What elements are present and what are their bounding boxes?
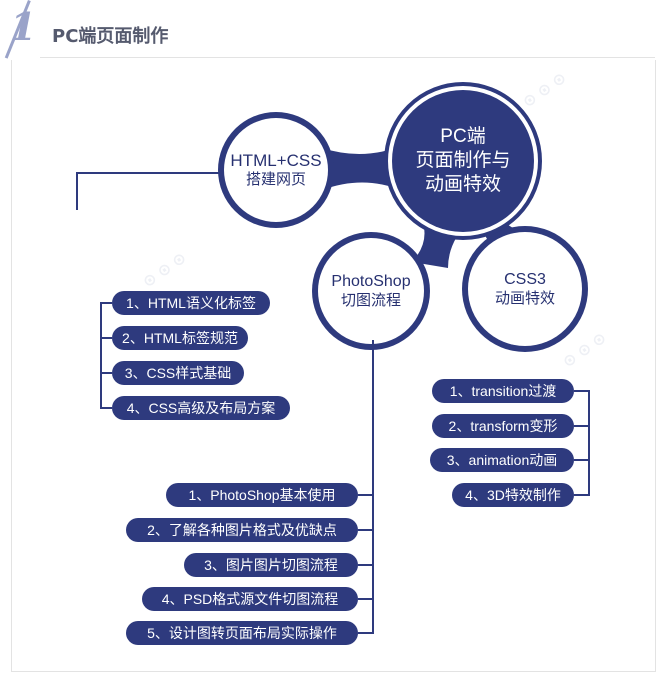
css3-bubble: CSS3 动画特效 bbox=[468, 232, 582, 346]
photoshop-bubble: PhotoShop 切图流程 bbox=[318, 238, 424, 344]
photoshop-subtitle: 切图流程 bbox=[340, 291, 401, 309]
css3-list-tick bbox=[574, 390, 590, 392]
center-bubble: PC端 页面制作与 动画特效 bbox=[392, 90, 534, 232]
css3-item-1: 1、transition过渡 bbox=[432, 379, 574, 403]
html-css-branch-line bbox=[76, 172, 224, 174]
html-css-list-tick bbox=[100, 407, 112, 409]
photoshop-list-tick bbox=[358, 598, 374, 600]
center-line-1: PC端 bbox=[440, 126, 486, 148]
html-css-item-2: 2、HTML标签规范 bbox=[112, 326, 248, 350]
css3-list-spine bbox=[588, 390, 590, 496]
css3-item-2: 2、transform变形 bbox=[432, 414, 574, 438]
html-css-title: HTML+CSS bbox=[230, 151, 322, 170]
html-css-item-3: 3、CSS样式基础 bbox=[112, 361, 244, 385]
photoshop-list-tick bbox=[358, 564, 374, 566]
photoshop-item-1: 1、PhotoShop基本使用 bbox=[166, 483, 358, 507]
css3-list-tick bbox=[574, 425, 590, 427]
frame-left-edge bbox=[11, 66, 12, 672]
photoshop-list-tick bbox=[358, 494, 374, 496]
photoshop-item-3: 3、图片图片切图流程 bbox=[184, 553, 358, 577]
photoshop-list-tick bbox=[358, 529, 374, 531]
css3-item-4: 4、3D特效制作 bbox=[452, 483, 574, 507]
html-css-list-spine bbox=[100, 302, 102, 408]
css3-list-tick bbox=[574, 494, 590, 496]
html-css-list-tick bbox=[100, 372, 112, 374]
photoshop-title: PhotoShop bbox=[331, 272, 411, 290]
html-css-item-4: 4、CSS高级及布局方案 bbox=[112, 396, 290, 420]
css3-title: CSS3 bbox=[504, 270, 546, 288]
html-css-branch-line bbox=[76, 172, 78, 210]
html-css-list-tick bbox=[100, 302, 112, 304]
section-title: PC端页面制作 bbox=[52, 26, 169, 47]
html-css-list-tick bbox=[100, 337, 112, 339]
photoshop-item-2: 2、了解各种图片格式及优缺点 bbox=[126, 518, 358, 542]
photoshop-item-5: 5、设计图转页面布局实际操作 bbox=[126, 621, 358, 645]
center-line-2: 页面制作与 bbox=[415, 150, 511, 172]
css3-list-tick bbox=[574, 459, 590, 461]
photoshop-item-4: 4、PSD格式源文件切图流程 bbox=[142, 587, 358, 611]
css3-item-3: 3、animation动画 bbox=[430, 448, 574, 472]
photoshop-stem bbox=[372, 340, 374, 495]
photoshop-list-tick bbox=[358, 632, 374, 634]
html-css-bubble: HTML+CSS 搭建网页 bbox=[224, 118, 328, 222]
css3-subtitle: 动画特效 bbox=[494, 289, 555, 307]
html-css-item-1: 1、HTML语义化标签 bbox=[112, 291, 270, 315]
html-css-subtitle: 搭建网页 bbox=[245, 171, 306, 189]
header-divider bbox=[40, 57, 655, 58]
center-line-3: 动画特效 bbox=[424, 173, 501, 195]
